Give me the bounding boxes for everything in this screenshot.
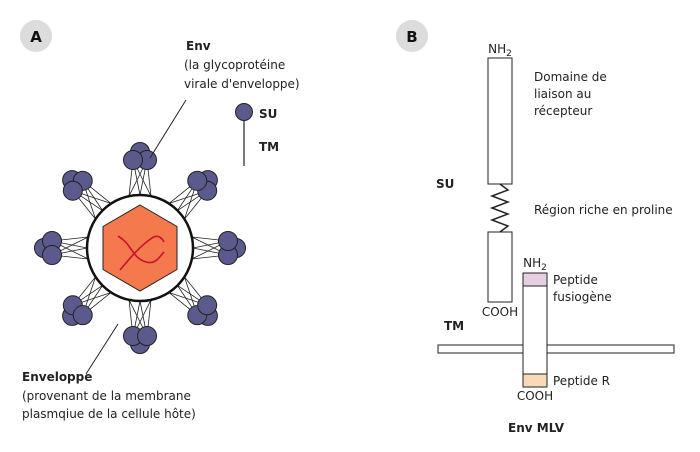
env-pointer-line xyxy=(149,99,187,159)
panel-a-badge xyxy=(20,20,52,52)
panel-a: A Env (la glycoprotéine virale d'envelop… xyxy=(20,20,300,421)
receptor-domain-line3: récepteur xyxy=(534,104,592,118)
su-nh2-label: NH2 xyxy=(488,42,512,59)
su-legend-label: SU xyxy=(259,107,277,121)
su-cooh-label: COOH xyxy=(482,305,518,319)
proline-rich-region xyxy=(489,183,511,233)
su-legend-sphere xyxy=(235,103,253,121)
tm-legend-label: TM xyxy=(259,140,279,154)
fusion-peptide-line2: fusiogène xyxy=(553,290,612,304)
su-glycoprotein-head xyxy=(197,295,218,316)
receptor-domain-line2: liaison au xyxy=(534,87,591,101)
viral-rna-strand xyxy=(119,235,165,271)
su-glycoprotein-head xyxy=(42,245,62,265)
tm-nh2-label: NH2 xyxy=(523,256,547,273)
tm-domain-label: TM xyxy=(444,319,464,333)
su-domain-label: SU xyxy=(436,177,454,191)
tm-subunit xyxy=(522,272,548,388)
su-glycoprotein-head xyxy=(218,231,238,251)
viral-rna-strand xyxy=(117,235,165,264)
panel-a-letter: A xyxy=(30,28,42,46)
su-glycoprotein-head xyxy=(72,305,93,326)
proline-label: Région riche en proline xyxy=(534,203,673,217)
panel-b-badge xyxy=(396,20,428,52)
peptide-r xyxy=(522,373,548,388)
peptide-r-label: Peptide R xyxy=(553,374,610,388)
su-glycoprotein-head xyxy=(187,170,208,191)
membrane-bilayer xyxy=(437,344,675,354)
fusion-peptide-line1: Peptide xyxy=(553,273,598,287)
tm-transmembrane-segment xyxy=(523,344,547,354)
receptor-domain-line1: Domaine de xyxy=(534,70,607,84)
su-receptor-binding-domain xyxy=(487,57,513,185)
env-desc-line2: virale d'enveloppe) xyxy=(184,77,300,91)
su-c-terminal-domain xyxy=(487,231,513,303)
panel-b-letter: B xyxy=(406,28,417,46)
su-glycoprotein-head xyxy=(62,180,83,201)
envelope-desc-line2: plasmqiue de la cellule hôte) xyxy=(22,407,196,421)
env-glycoprotein-spikes xyxy=(34,142,246,354)
envelope-desc-line1: (provenant de la membrane xyxy=(22,389,191,403)
envelope-title: Enveloppe xyxy=(22,370,92,384)
figure-b-caption: Env MLV xyxy=(508,421,565,435)
panel-b: B NH2 Domaine de liaison au récepteur Ré… xyxy=(396,20,675,435)
su-glycoprotein-head xyxy=(123,150,143,170)
fusion-peptide xyxy=(522,272,548,287)
env-title: Env xyxy=(186,39,211,53)
tm-cooh-label: COOH xyxy=(517,389,553,403)
env-desc-line1: (la glycoprotéine xyxy=(184,58,285,72)
envelope-pointer-line xyxy=(85,323,119,375)
su-glycoprotein-head xyxy=(137,326,157,346)
